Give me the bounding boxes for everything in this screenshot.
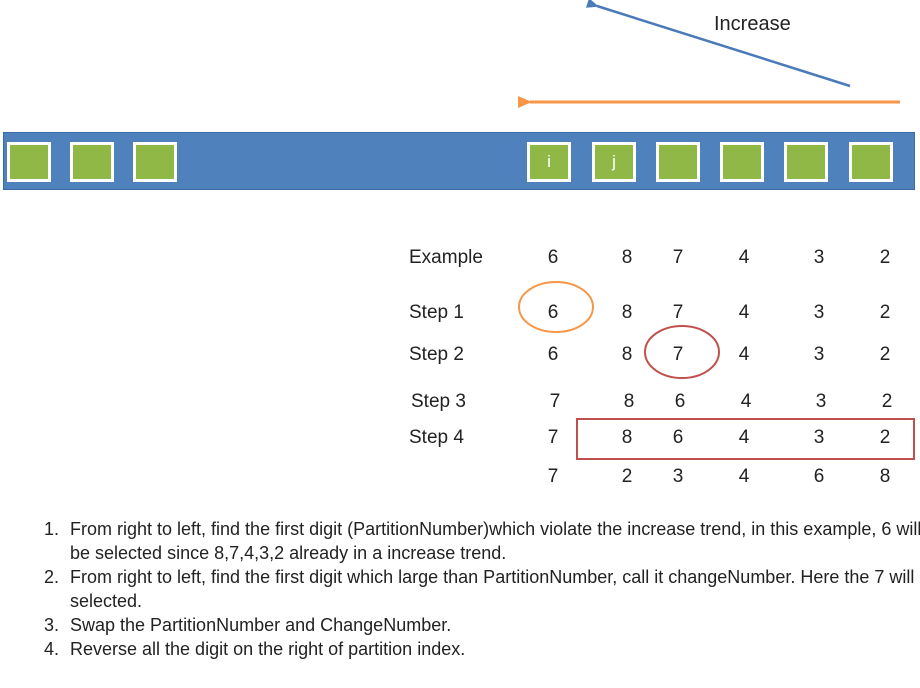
array-cell <box>133 142 177 182</box>
array-cell-j: j <box>592 142 636 182</box>
digit: 3 <box>672 466 684 487</box>
digit: 2 <box>879 344 891 365</box>
row-label: Step 1 <box>409 302 464 323</box>
digit: 3 <box>813 427 825 448</box>
digit: 6 <box>547 302 559 323</box>
array-cell <box>784 142 828 182</box>
digit: 4 <box>738 427 750 448</box>
array-cell <box>720 142 764 182</box>
digit: 2 <box>879 427 891 448</box>
array-cell-i: i <box>527 142 571 182</box>
digit: 4 <box>738 302 750 323</box>
digit: 6 <box>547 344 559 365</box>
arrows <box>518 0 900 108</box>
array-cell <box>7 142 51 182</box>
digit: 4 <box>740 391 752 412</box>
digit: 3 <box>813 247 825 268</box>
algorithm-step: From right to left, find the first digit… <box>64 565 920 613</box>
digit: 4 <box>738 466 750 487</box>
digit: 8 <box>621 344 633 365</box>
increase-label: Increase <box>714 13 791 35</box>
row-label: Example <box>409 247 483 268</box>
digit: 7 <box>547 466 559 487</box>
digit: 2 <box>881 391 893 412</box>
digit: 6 <box>547 247 559 268</box>
digit: 7 <box>672 247 684 268</box>
array-cell <box>70 142 114 182</box>
algorithm-step: Reverse all the digit on the right of pa… <box>64 637 920 661</box>
digit: 6 <box>674 391 686 412</box>
digit: 8 <box>621 247 633 268</box>
digit: 6 <box>672 427 684 448</box>
algorithm-steps-list: From right to left, find the first digit… <box>20 517 920 661</box>
digit: 4 <box>738 247 750 268</box>
digit: 7 <box>672 302 684 323</box>
digit: 8 <box>621 427 633 448</box>
digit: 2 <box>879 247 891 268</box>
algorithm-step: Swap the PartitionNumber and ChangeNumbe… <box>64 613 920 637</box>
digit: 3 <box>813 344 825 365</box>
digit: 2 <box>621 466 633 487</box>
digit: 8 <box>621 302 633 323</box>
array-cell <box>849 142 893 182</box>
digit: 3 <box>813 302 825 323</box>
row-label: Step 2 <box>409 344 464 365</box>
digit: 3 <box>815 391 827 412</box>
row-label: Step 3 <box>411 391 466 412</box>
digit: 6 <box>813 466 825 487</box>
digit: 7 <box>672 344 684 365</box>
digit: 7 <box>549 391 561 412</box>
digit: 2 <box>879 302 891 323</box>
row-label: Step 4 <box>409 427 464 448</box>
digit: 8 <box>879 466 891 487</box>
array-cell <box>656 142 700 182</box>
digit: 7 <box>547 427 559 448</box>
digit: 8 <box>623 391 635 412</box>
increase-arrow <box>585 0 851 88</box>
algorithm-step: From right to left, find the first digit… <box>64 517 920 565</box>
digit: 4 <box>738 344 750 365</box>
